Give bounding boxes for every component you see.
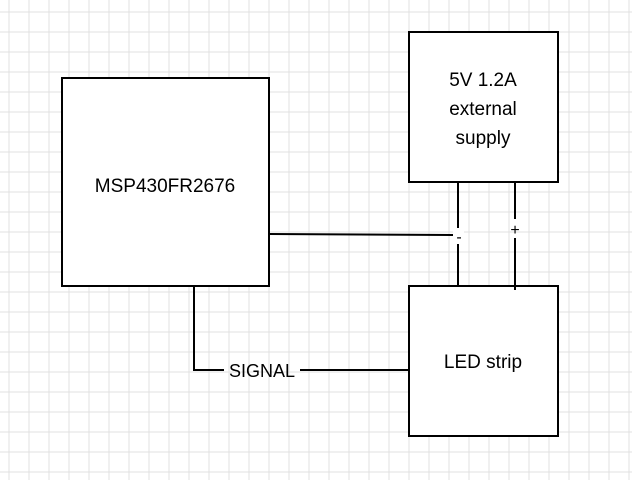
led-strip-box [408,285,559,437]
supply-label-line3: supply [456,128,511,149]
mcu-block: MSP430FR2676 [61,77,270,287]
power-pin-label: + [510,222,519,239]
power-wire: + [510,182,520,290]
led-strip-block: LED strip [408,285,559,437]
ground-pin-label: - [456,229,461,246]
mcu-label: MSP430FR2676 [95,176,235,197]
mcu-box [61,77,270,287]
supply-box [408,31,559,183]
ground-label-gap [453,228,464,244]
led-strip-label: LED strip [444,352,522,373]
supply-label-line2: external [449,99,517,120]
ground-wire-horizontal [268,233,454,236]
ground-wire: - [268,182,464,286]
signal-wire-left [193,286,224,371]
signal-wire: SIGNAL [193,286,409,381]
supply-block: 5V 1.2A external supply [408,31,559,183]
signal-wire-label: SIGNAL [229,361,295,381]
supply-label-line1: 5V 1.2A [449,70,517,91]
